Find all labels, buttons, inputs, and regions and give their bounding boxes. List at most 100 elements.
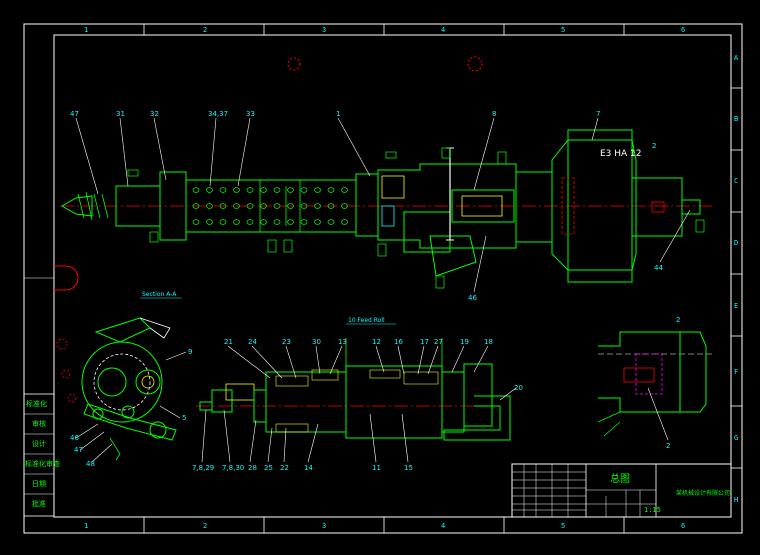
outer-border <box>23 23 743 534</box>
detail-view-2: 2 2 <box>597 316 712 450</box>
section-a-a-view: Section A-A 9 5 46 47 48 <box>56 291 192 468</box>
motor-end-cap <box>631 177 683 237</box>
row-label: A <box>734 54 739 62</box>
table-cell: 标准化审查 <box>25 459 60 468</box>
callout-label: 18 <box>484 338 493 346</box>
col-label: 1 <box>84 26 88 34</box>
barrel-hole <box>314 219 321 225</box>
row-labels-right: A B C D E F G H <box>734 54 739 504</box>
callout-label: 31 <box>116 110 125 118</box>
shaft-end <box>681 199 701 215</box>
row-label: F <box>734 368 738 376</box>
callout-label: 7,8,29 <box>192 464 214 472</box>
inner-frame <box>53 34 732 518</box>
callout-label: 20 <box>514 384 523 392</box>
callout-label: 17 <box>420 338 429 346</box>
col-label: 5 <box>561 26 565 34</box>
left-signature-table: 标准化 审核 设计 标准化审查 日期 批准 <box>23 393 60 517</box>
row-label: D <box>734 239 738 247</box>
top-assembly-view <box>60 129 715 283</box>
barrel-hole <box>219 203 227 209</box>
barrel-hole <box>219 219 227 225</box>
scale-value: 1:15 <box>644 506 661 514</box>
callout-label: 7,8,30 <box>222 464 244 472</box>
gear-teeth <box>461 195 503 217</box>
barrel-hole <box>233 219 240 225</box>
col-label: 2 <box>203 26 207 34</box>
barrel-hole <box>219 187 227 193</box>
table-cell: 设计 <box>32 439 46 448</box>
barrel-hole <box>206 203 213 209</box>
col-label: 6 <box>681 26 685 34</box>
barrel-hole <box>206 219 213 225</box>
callout-label: 46 <box>468 294 477 302</box>
drawing-title: 总图 <box>610 472 630 485</box>
barrel-hole <box>273 219 281 225</box>
hidden-circle <box>287 57 301 71</box>
col-label: 3 <box>322 522 326 530</box>
motor-body <box>551 139 637 271</box>
company-name: 某机械设计有限公司 <box>676 489 730 497</box>
callout-label: 27 <box>434 338 443 346</box>
callout-label: 34,37 <box>208 110 228 118</box>
screw-tip <box>60 195 93 217</box>
callout-label: 19 <box>460 338 469 346</box>
col-label: 2 <box>203 522 207 530</box>
drive-arm <box>429 235 477 277</box>
row-label: H <box>734 496 738 504</box>
barrel-hole <box>341 203 348 209</box>
barrel-hole <box>260 219 267 225</box>
barrel-hole <box>327 203 335 209</box>
motor-annotation: E3 HA 12 <box>600 149 642 159</box>
feed-roll-assembly-view: 10 Feed Roll <box>196 317 511 441</box>
feed-roll-label: 10 Feed Roll <box>348 317 385 324</box>
callout-label: 7 <box>596 110 600 118</box>
end-bearing <box>463 363 493 427</box>
barrel-hole <box>246 203 254 209</box>
top-view-callouts: 47 31 32 34,37 33 1 8 7 44 46 E3 HA 12 2 <box>70 110 705 302</box>
coupling <box>515 171 553 243</box>
column-labels-top: 1 2 3 4 5 6 <box>84 26 685 34</box>
column-labels-bottom: 1 2 3 4 5 6 <box>84 522 685 530</box>
row-label: G <box>734 434 738 442</box>
callout-label: 15 <box>404 464 413 472</box>
margin-tab <box>54 265 79 291</box>
barrel-hole <box>273 203 281 209</box>
callout-label: 47 <box>74 446 83 454</box>
barrel-hole <box>260 187 267 193</box>
callout-label: 25 <box>264 464 273 472</box>
callout-label: 14 <box>304 464 313 472</box>
callout-label: 9 <box>188 348 192 356</box>
title-block: 总图 某机械设计有限公司 1:15 <box>511 463 732 518</box>
row-label: C <box>734 177 738 185</box>
barrel-hole <box>206 187 213 193</box>
row-label: B <box>734 115 738 123</box>
callout-label: 48 <box>86 460 95 468</box>
barrel-hole <box>246 219 254 225</box>
barrel-hole <box>192 203 200 209</box>
barrel-hole <box>300 187 308 193</box>
barrel-hole <box>287 203 294 209</box>
callout-label: 8 <box>492 110 496 118</box>
table-cell: 审核 <box>32 419 46 428</box>
callout-label: 11 <box>372 464 381 472</box>
callout-label: 22 <box>280 464 289 472</box>
detail-title: 2 <box>676 316 680 324</box>
table-cell: 标准化 <box>26 399 47 408</box>
barrel-hole <box>233 203 240 209</box>
callout-label: 24 <box>248 338 257 346</box>
barrel-hole <box>341 187 348 193</box>
row-label: E <box>734 302 738 310</box>
barrel-hole <box>273 187 281 193</box>
barrel-hole <box>327 187 335 193</box>
barrel-hole <box>246 187 254 193</box>
barrel-hole <box>300 203 308 209</box>
callout-label: 13 <box>338 338 347 346</box>
barrel-hole <box>327 219 335 225</box>
barrel-hole <box>287 219 294 225</box>
support-bracket <box>443 395 511 441</box>
lower-view-callouts: 21 24 23 30 13 12 16 17 27 19 18 7,8,29 … <box>192 338 523 472</box>
barrel-hole <box>341 219 348 225</box>
col-label: 4 <box>441 26 445 34</box>
